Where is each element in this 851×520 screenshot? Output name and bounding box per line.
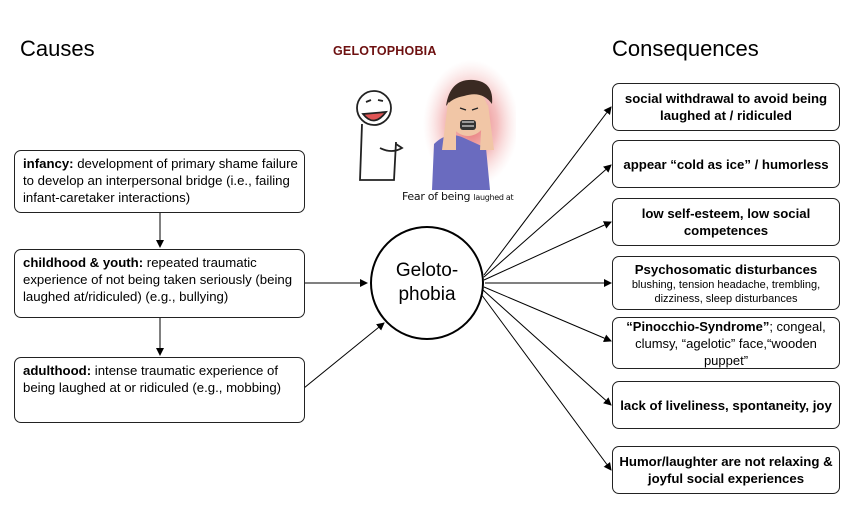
- arrow-to-consequence-6: [482, 289, 612, 406]
- fearful-person-icon: [432, 79, 494, 190]
- pinocchio-title: “Pinocchio-Syndrome”: [626, 318, 770, 334]
- cause-childhood-text: repeated traumatic experience of not bei…: [23, 255, 293, 304]
- causes-heading: Causes: [20, 36, 95, 61]
- center-label-line2: phobia: [398, 284, 456, 305]
- consequence-lack-of-liveliness: lack of liveliness, spontaneity, joy: [612, 381, 840, 429]
- gelotophobia-center-node: Geloto-phobia: [370, 226, 484, 340]
- cause-childhood-stage: childhood & youth:: [23, 255, 144, 270]
- arrow-adulthood-to-center: [303, 322, 385, 389]
- arrow-to-consequence-1: [483, 106, 612, 276]
- consequence-cold-as-ice: appear “cold as ice” / humorless: [612, 140, 840, 188]
- arrow-to-consequence-7: [480, 293, 612, 471]
- consequence-social-withdrawal: social withdrawal to avoid being laughed…: [612, 83, 840, 131]
- cause-adulthood-text: intense traumatic experience of being la…: [23, 363, 282, 395]
- arrow-to-consequence-5: [483, 286, 612, 342]
- center-label-line1: Geloto-: [395, 260, 459, 281]
- pinocchio-detail: ; congeal, clumsy, “agelotic” face,“wood…: [635, 318, 826, 368]
- arrow-to-consequence-3: [483, 221, 612, 281]
- illustration-caption: Fear of being laughed at: [402, 190, 514, 203]
- cause-adulthood-stage: adulthood:: [23, 363, 92, 378]
- consequence-pinocchio-syndrome: “Pinocchio-Syndrome”; congeal, clumsy, “…: [612, 317, 840, 369]
- illustration-title: GELOTOPHOBIA: [333, 44, 437, 58]
- consequence-humor-not-relaxing: Humor/laughter are not relaxing & joyful…: [612, 446, 840, 494]
- consequence-low-self-esteem: low self-esteem, low social competences: [612, 198, 840, 246]
- consequence-psychosomatic: Psychosomatic disturbances blushing, ten…: [612, 256, 840, 310]
- cause-adulthood-box: adulthood: intense traumatic experience …: [14, 357, 305, 423]
- cause-childhood-box: childhood & youth: repeated traumatic ex…: [14, 249, 305, 318]
- laughing-and-fearful-figures-illustration: [356, 60, 516, 190]
- cause-infancy-text: development of primary shame failure to …: [23, 156, 298, 205]
- consequences-heading: Consequences: [612, 36, 759, 61]
- arrow-to-consequence-2: [483, 164, 612, 278]
- cause-infancy-stage: infancy:: [23, 156, 74, 171]
- laughing-figure-icon: [356, 90, 404, 181]
- cause-infancy-box: infancy: development of primary shame fa…: [14, 150, 305, 213]
